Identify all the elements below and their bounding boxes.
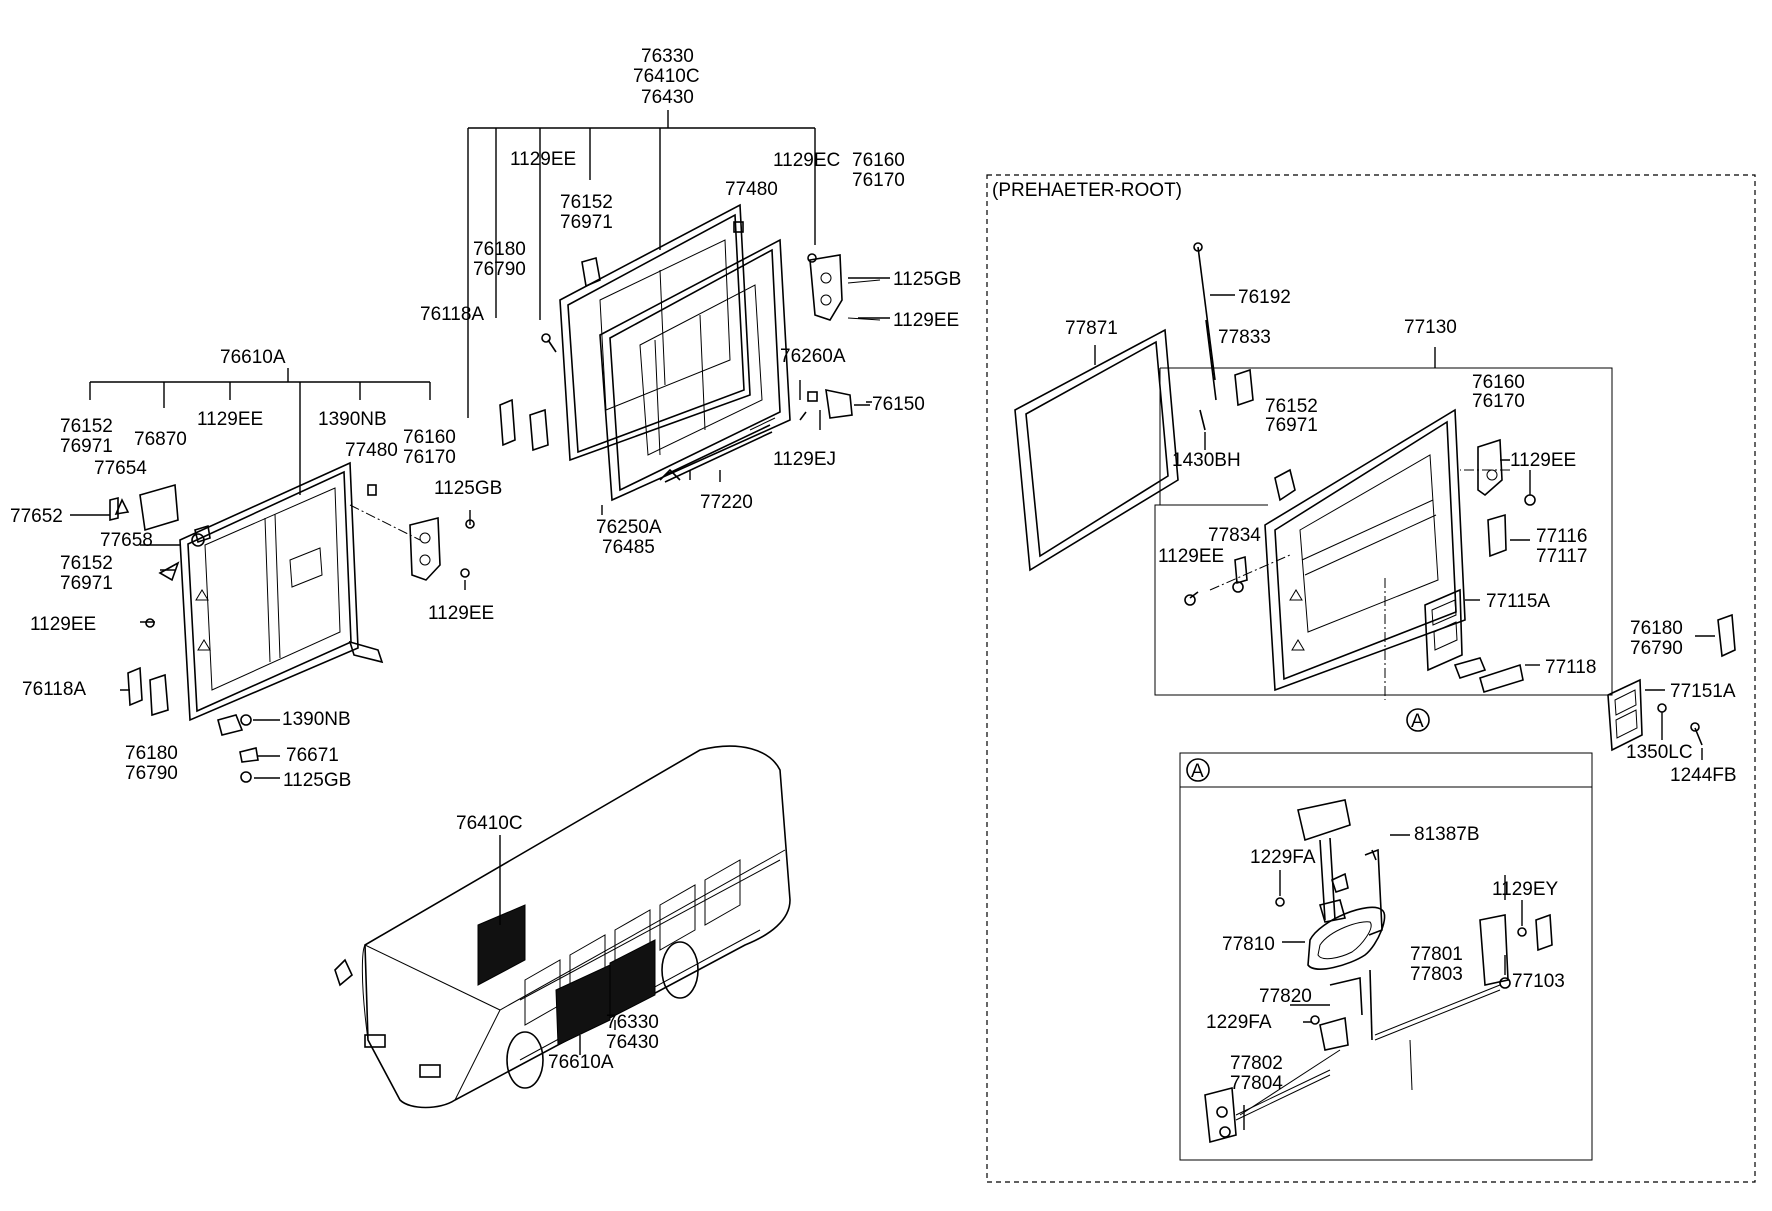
label-76610a: 76610A xyxy=(548,1052,614,1073)
label-77220: 77220 xyxy=(700,492,753,513)
label-1125gb: 1125GB xyxy=(893,269,961,290)
label-77480: 77480 xyxy=(345,440,398,461)
label-77810: 77810 xyxy=(1222,934,1275,955)
label-1129ee: 1129EE xyxy=(30,614,96,635)
label-top-group-1: 76330 xyxy=(641,46,694,67)
label-77480: 77480 xyxy=(725,179,778,200)
label-1129ee: 1129EE xyxy=(510,149,576,170)
label-77654: 77654 xyxy=(94,458,147,479)
label-1350lc: 1350LC xyxy=(1626,742,1693,763)
label-77652: 77652 xyxy=(10,506,63,527)
label-77803: 77803 xyxy=(1410,964,1463,985)
label-77116: 77116 xyxy=(1536,526,1587,547)
label-76152: 76152 xyxy=(60,416,113,437)
label-76790: 76790 xyxy=(125,763,178,784)
label-76430: 76430 xyxy=(606,1032,659,1053)
label-76971: 76971 xyxy=(560,212,613,233)
label-77118: 77118 xyxy=(1545,657,1596,678)
label-76192: 76192 xyxy=(1238,287,1291,308)
bus-illustration xyxy=(334,745,791,1109)
label-76170: 76170 xyxy=(852,170,905,191)
label-1129ee: 1129EE xyxy=(1158,546,1224,567)
label-76971: 76971 xyxy=(1265,415,1318,436)
label-1244fb: 1244FB xyxy=(1670,765,1737,786)
label-76790: 76790 xyxy=(473,259,526,280)
label-77117: 77117 xyxy=(1536,546,1587,567)
label-1229fa: 1229FA xyxy=(1250,847,1316,868)
label-76118a: 76118A xyxy=(22,679,86,700)
label-76971: 76971 xyxy=(60,436,113,457)
label-77804: 77804 xyxy=(1230,1073,1283,1094)
label-76160: 76160 xyxy=(1472,372,1525,393)
label-1390nb: 1390NB xyxy=(282,709,351,730)
label-76170: 76170 xyxy=(1472,391,1525,412)
label-76790: 76790 xyxy=(1630,638,1683,659)
label-1125gb: 1125GB xyxy=(283,770,351,791)
label-77151a: 77151A xyxy=(1670,681,1736,702)
part-labels: 76330 76410C 76430 1129EE 76152 76971 76… xyxy=(10,46,1737,1094)
label-1129ee: 1129EE xyxy=(197,409,263,430)
label-77115a: 77115A xyxy=(1486,591,1550,612)
label-1129ec: 1129EC xyxy=(773,150,840,171)
label-76152: 76152 xyxy=(1265,396,1318,417)
callout-a: A xyxy=(1411,711,1424,732)
label-76118a: 76118A xyxy=(420,304,484,325)
label-77658: 77658 xyxy=(100,530,153,551)
detail-a-label: A xyxy=(1191,761,1204,782)
left-window-assembly xyxy=(70,368,475,783)
label-76180: 76180 xyxy=(125,743,178,764)
label-top-group-3: 76430 xyxy=(641,87,694,108)
label-1129ee: 1129EE xyxy=(893,310,959,331)
label-76180: 76180 xyxy=(1630,618,1683,639)
label-76180: 76180 xyxy=(473,239,526,260)
section-title: (PREHAETER-ROOT) xyxy=(992,180,1182,201)
label-77802: 77802 xyxy=(1230,1053,1283,1074)
label-1430bh: 1430BH xyxy=(1172,450,1241,471)
label-77103: 77103 xyxy=(1512,971,1565,992)
label-76610a: 76610A xyxy=(220,347,286,368)
label-1229fa: 1229FA xyxy=(1206,1012,1272,1033)
label-1129ej: 1129EJ xyxy=(773,449,836,470)
preheater-section xyxy=(986,174,1756,1183)
label-76250a: 76250A xyxy=(596,517,662,538)
label-77833: 77833 xyxy=(1218,327,1271,348)
label-76160: 76160 xyxy=(852,150,905,171)
label-76870: 76870 xyxy=(134,429,187,450)
label-76971: 76971 xyxy=(60,573,113,594)
label-76150: 76150 xyxy=(872,394,925,415)
label-76671: 76671 xyxy=(286,745,339,766)
detail-a-box xyxy=(1179,752,1593,1161)
label-76330: 76330 xyxy=(606,1012,659,1033)
label-77801: 77801 xyxy=(1410,944,1463,965)
label-76160: 76160 xyxy=(403,427,456,448)
label-top-group-2: 76410C xyxy=(633,66,700,87)
label-76260a: 76260A xyxy=(780,346,846,367)
label-76152: 76152 xyxy=(560,192,613,213)
label-1390nb: 1390NB xyxy=(318,409,387,430)
label-1129ee: 1129EE xyxy=(428,603,494,624)
label-76410c: 76410C xyxy=(456,813,523,834)
label-77130: 77130 xyxy=(1404,317,1457,338)
label-1129ey: 1129EY xyxy=(1492,879,1559,900)
top-window-assembly xyxy=(467,110,890,515)
label-76485: 76485 xyxy=(602,537,655,558)
label-1125gb: 1125GB xyxy=(434,478,502,499)
label-77871: 77871 xyxy=(1065,318,1118,339)
label-76170: 76170 xyxy=(403,447,456,468)
label-77820: 77820 xyxy=(1259,986,1312,1007)
label-76152: 76152 xyxy=(60,553,113,574)
label-1129ee: 1129EE xyxy=(1510,450,1576,471)
label-81387b: 81387B xyxy=(1414,824,1480,845)
label-77834: 77834 xyxy=(1208,525,1261,546)
